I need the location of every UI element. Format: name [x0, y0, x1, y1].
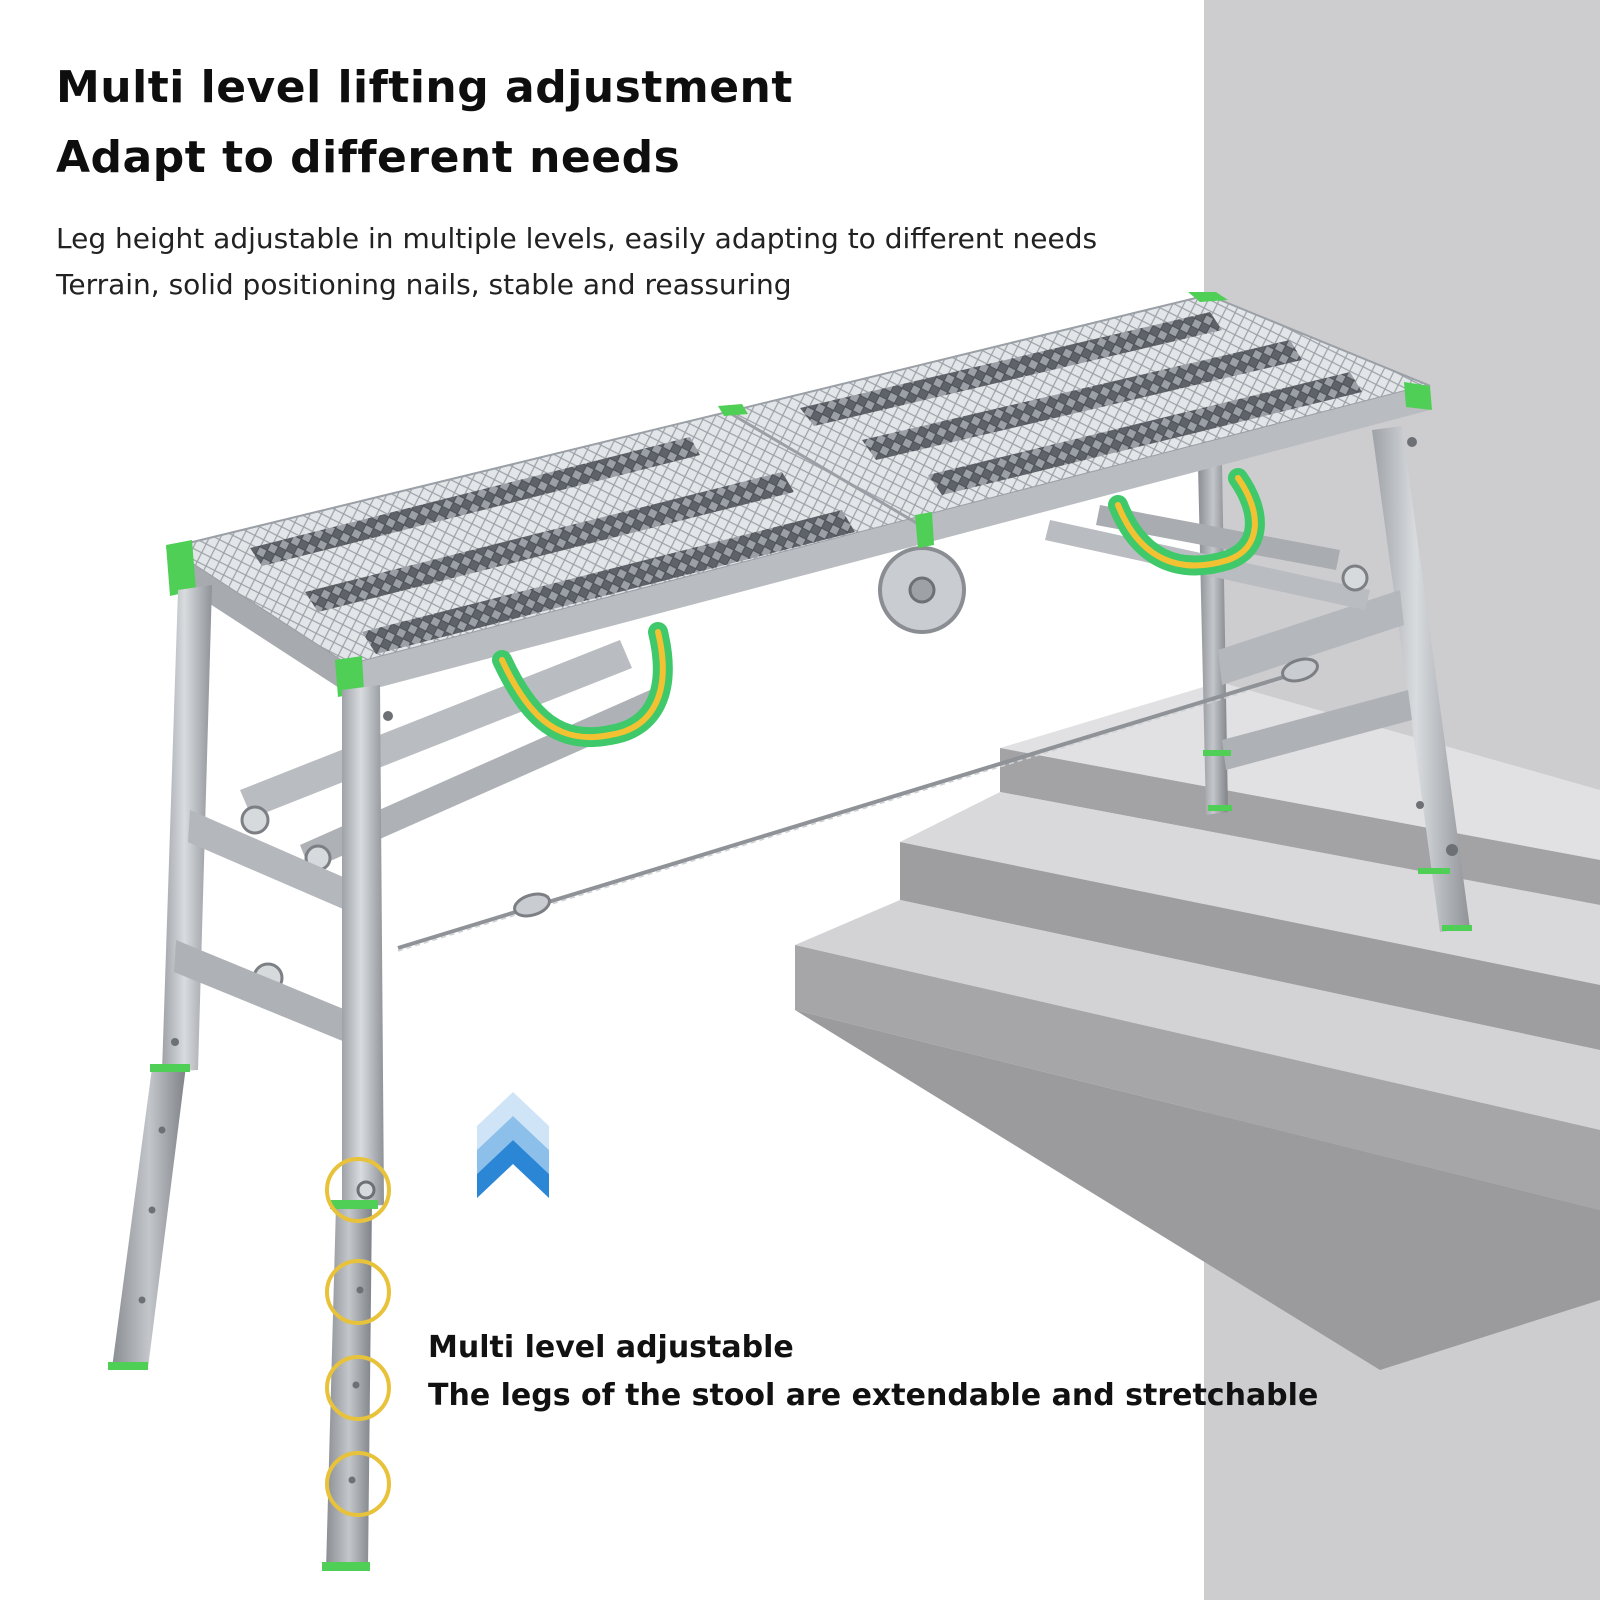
- position-hole-rings: [325, 1157, 391, 1517]
- carry-straps: [492, 468, 1265, 748]
- callout-line-1: Multi level adjustable: [428, 1330, 794, 1365]
- description-line-1: Leg height adjustable in multiple levels…: [56, 222, 1098, 255]
- up-arrow-icon: [477, 1092, 549, 1198]
- front-legs: [108, 585, 393, 1571]
- position-hole-ring-icon: [325, 1451, 391, 1517]
- staircase: [795, 682, 1600, 1370]
- platform-top: [165, 292, 1432, 697]
- center-hinge: [878, 546, 966, 634]
- position-hole-ring-icon: [325, 1157, 391, 1223]
- callout-line-2: The legs of the stool are extendable and…: [428, 1378, 1319, 1413]
- position-hole-ring-icon: [325, 1259, 391, 1325]
- headline-line-2: Adapt to different needs: [56, 132, 681, 183]
- headline-line-1: Multi level lifting adjustment: [56, 62, 793, 113]
- position-hole-ring-icon: [325, 1355, 391, 1421]
- back-legs: [1198, 426, 1472, 932]
- description-line-2: Terrain, solid positioning nails, stable…: [56, 268, 792, 301]
